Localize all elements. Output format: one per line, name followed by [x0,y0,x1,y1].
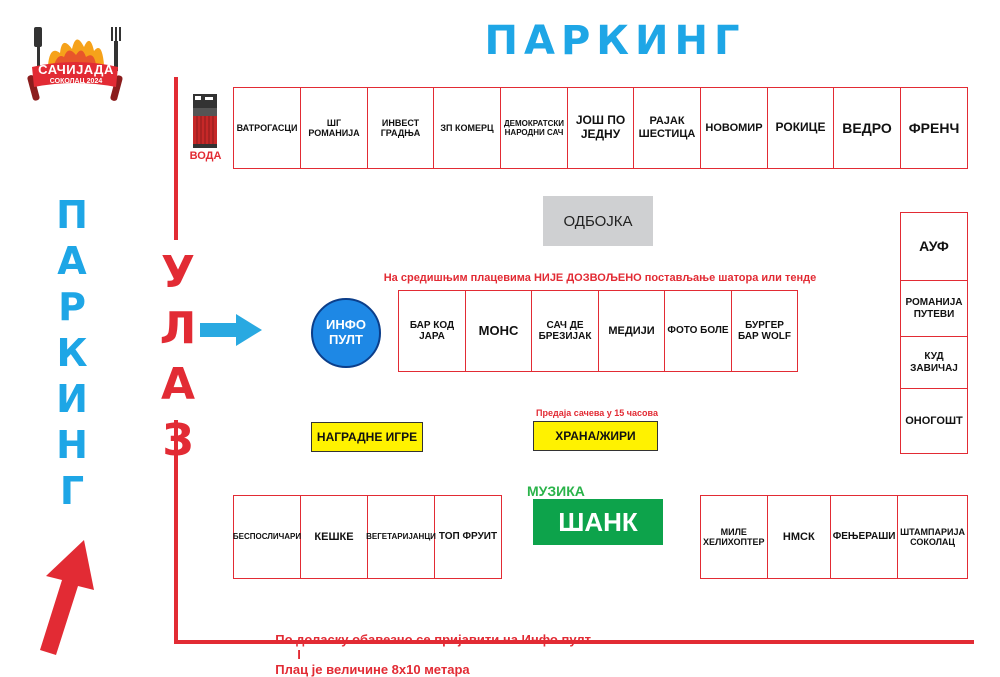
stall: БАР КОД ЈАРА [399,291,466,371]
stall: КУД ЗАВИЧАЈ [901,337,967,389]
parking-left-letter: И [56,377,88,421]
water-tank [191,92,219,148]
stall: МОНС [466,291,532,371]
stall: ШТАМПАРИЈА СОКОЛАЦ [900,526,965,547]
stall: БЕСПОСЛИЧАРИ [233,496,301,578]
arrow-right-icon [200,314,262,346]
stall: ВЕГЕТАРИЈАНЦИ [366,496,436,578]
top-stall-row: ВАТРОГАСЦИ ШГ РОМАНИЈА ИНВЕСТ ГРАДЊА ЗП … [233,87,968,169]
stall: ОНОГОШТ [905,414,963,427]
logo: САЧИЈАДА СОКОЛАЦ 2024 [20,25,130,110]
stall: ДЕМОКРАТСКИ НАРОДНИ САЧ [501,88,568,168]
music-label: МУЗИКА [527,483,585,499]
stall: НМСК [768,496,832,578]
right-stall-column: АУФ РОМАНИЈА ПУТЕВИ КУД ЗАВИЧАЈ ОНОГОШТ [900,212,968,454]
stall: ЈОШ ПО ЈЕДНУ [568,88,634,168]
stall: МИЛЕ ХЕЛИХОПТЕР [701,496,768,578]
delivery-note: Предаја сачева у 15 часова [536,408,658,418]
middle-stall-row: БАР КОД ЈАРА МОНС САЧ ДЕ БРЕЗИЈАК МЕДИЈИ… [398,290,798,372]
parking-left-letter: К [56,331,88,375]
stall: ФОТО БОЛЕ [665,291,732,371]
arrow-up-right-icon [40,540,94,655]
stall: РОКИЦЕ [768,88,834,168]
entrance-letter: З [162,415,194,466]
entrance-letter: Л [159,303,197,354]
parking-left-letter: Н [56,423,88,467]
parking-left-letter: А [57,239,87,283]
stall: ВЕДРО [834,88,901,168]
parking-left-letter: Г [59,469,85,513]
stall: САЧ ДЕ БРЕЗИЈАК [532,291,599,371]
footer-separator: I [297,647,301,662]
bottom-left-stall-row: БЕСПОСЛИЧАРИ КЕШКЕ ВЕГЕТАРИЈАНЦИ ТОП ФРУ… [233,495,502,579]
logo-subtitle: СОКОЛАЦ 2024 [49,78,103,85]
bottom-right-stall-row: МИЛЕ ХЕЛИХОПТЕР НМСК ФЕЊЕРАШИ ШТАМПАРИЈА… [700,495,968,579]
entrance-label: У Л А З [148,245,208,469]
info-desk: ИНФО ПУЛТ [311,298,381,368]
stall: ИНВЕСТ ГРАДЊА [368,88,434,168]
water-label: ВОДА [189,150,222,162]
footer-left-text: По доласку обавезно се пријавити на Инфо… [275,632,592,647]
bar-area: ШАНК [533,499,663,545]
stall: НОВОМИР [701,88,768,168]
stall: РАЈАК ШЕСТИЦА [634,88,701,168]
prize-games-area: НАГРАДНЕ ИГРЕ [311,422,423,452]
food-jury-area: ХРАНА/ЖИРИ [533,421,658,451]
parking-left-letter: Р [58,285,86,329]
water-tank-icon [193,94,217,148]
logo-graphic [27,27,123,101]
entrance-letter: А [160,359,196,410]
stall: РОМАНИЈА ПУТЕВИ [901,281,967,337]
stall: ШГ РОМАНИЈА [301,88,368,168]
footer-right-text: Плац је величине 8х10 метара [275,662,470,677]
logo-title: САЧИЈАДА [38,62,114,77]
stall: ФЕЊЕРАШИ [831,496,899,578]
stall: МЕДИЈИ [599,291,665,371]
entrance-letter: У [161,247,195,298]
stall: ТОП ФРУИТ [438,531,498,543]
parking-left-letter: П [56,193,88,237]
fence-bottom [174,640,974,644]
stall: АУФ [901,213,967,281]
volleyball-area: ОДБОЈКА [543,196,653,246]
entrance-background [160,240,196,420]
stall: КЕШКЕ [301,496,368,578]
parking-top-label: ПАРКИНГ [484,18,746,64]
stall: ЗП КОМЕРЦ [434,88,501,168]
footer: По доласку обавезно се пријавити на Инфо… [268,617,968,677]
parking-left-label: П А Р К И Н Г [42,192,102,514]
stall: ВАТРОГАСЦИ [234,88,301,168]
stall: БУРГЕР БАР WOLF [738,319,791,343]
stall: ФРЕНЧ [908,119,960,136]
notice-text: На средишњим плацевима НИЈЕ ДОЗВОЉЕНО по… [383,272,817,284]
